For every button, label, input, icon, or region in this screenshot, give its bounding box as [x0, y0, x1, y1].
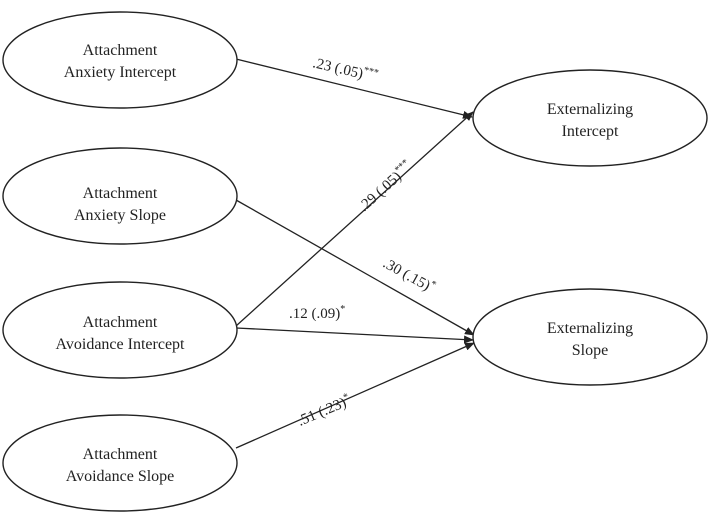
node-label-line1: Attachment: [83, 42, 158, 59]
node-label-line1: Externalizing: [547, 320, 633, 337]
node-ellipse: [2, 414, 238, 512]
node-label-line2: Avoidance Slope: [66, 468, 175, 485]
node-ellipse: [2, 11, 238, 109]
node-label-line2: Slope: [572, 342, 608, 359]
node-attachment-anxiety-intercept: Attachment Anxiety Intercept: [2, 11, 238, 109]
node-ellipse: [472, 288, 708, 386]
node-ellipse: [472, 69, 708, 167]
path-estimate: .51 (.23): [295, 395, 348, 430]
node-attachment-anxiety-slope: Attachment Anxiety Slope: [2, 147, 238, 245]
path-label-anxiety-slope-to-externalizing-slope: .30 (.15)*: [380, 254, 438, 297]
path-avoidance-intercept-to-externalizing-slope: [235, 327, 474, 344]
path-label-avoidance-slope-to-externalizing-slope: .51 (.23)*: [295, 391, 354, 430]
node-label-line2: Anxiety Intercept: [64, 64, 177, 81]
path-anxiety-slope-to-externalizing-slope: [235, 199, 475, 336]
path-label-avoidance-intercept-to-externalizing-slope: .12 (.09)*: [289, 304, 345, 322]
path-label-anxiety-intercept-to-externalizing-intercept: .23 (.05)***: [311, 53, 380, 85]
node-label-line2: Anxiety Slope: [74, 207, 166, 224]
node-attachment-avoidance-intercept: Attachment Avoidance Intercept: [2, 281, 238, 379]
path-avoidance-slope-to-externalizing-slope: [235, 342, 475, 449]
node-externalizing-slope: Externalizing Slope: [472, 288, 708, 386]
path-estimate: .30 (.15): [380, 256, 433, 295]
node-label-line2: Intercept: [562, 123, 619, 140]
path-estimate: .29 (.05): [356, 169, 405, 215]
significance-marker: *: [340, 304, 345, 315]
significance-marker: ***: [363, 65, 380, 79]
node-label-line1: Externalizing: [547, 101, 633, 118]
node-label-line1: Attachment: [83, 446, 158, 463]
node-label-line1: Attachment: [83, 314, 158, 331]
path-label-avoidance-intercept-to-externalizing-intercept: .29 (.05)***: [355, 157, 416, 215]
significance-marker: *: [428, 279, 438, 291]
node-label-line2: Avoidance Intercept: [56, 336, 186, 353]
path-estimate: .23 (.05): [311, 55, 365, 82]
significance-marker: *: [342, 391, 351, 403]
node-externalizing-intercept: Externalizing Intercept: [472, 69, 708, 167]
path-avoidance-intercept-to-externalizing-intercept: [235, 111, 474, 327]
path-anxiety-intercept-to-externalizing-intercept: [235, 58, 473, 119]
node-ellipse: [2, 281, 238, 379]
node-ellipse: [2, 147, 238, 245]
path-estimate: .12 (.09): [289, 306, 340, 322]
node-attachment-avoidance-slope: Attachment Avoidance Slope: [2, 414, 238, 512]
node-label-line1: Attachment: [83, 185, 158, 202]
